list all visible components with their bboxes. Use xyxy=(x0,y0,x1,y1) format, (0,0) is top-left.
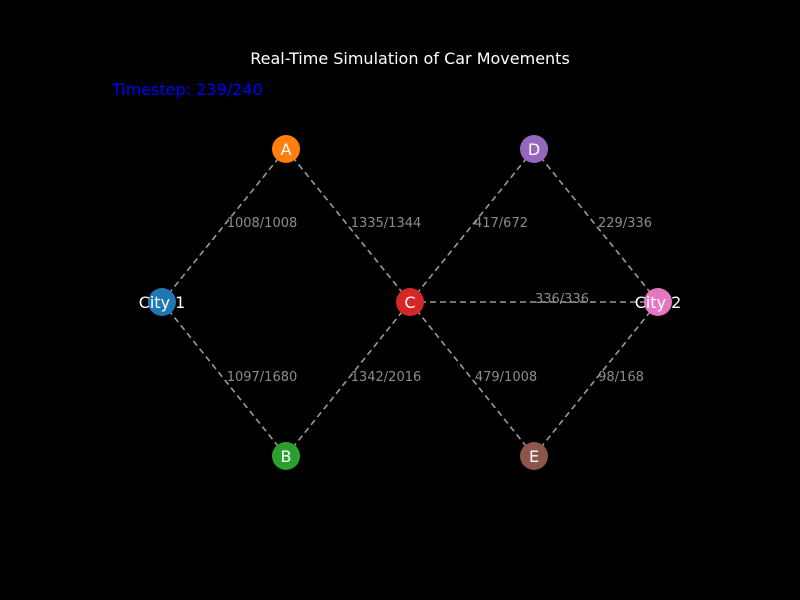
node: B xyxy=(272,442,300,470)
timestep-readout: Timestep: 239/240 xyxy=(111,80,263,99)
edge-line xyxy=(285,301,411,457)
edge-label: 336/336 xyxy=(535,292,589,307)
edge-label: 1008/1008 xyxy=(227,216,298,231)
edge-label: 98/168 xyxy=(598,370,644,385)
edge-line xyxy=(533,148,659,303)
edge-line xyxy=(533,301,659,457)
edge-line xyxy=(161,148,287,303)
node: C xyxy=(396,288,424,316)
node: D xyxy=(520,135,548,163)
node-label: C xyxy=(404,293,415,312)
edge-label: 479/1008 xyxy=(475,370,537,385)
node-circle xyxy=(644,288,672,316)
node-circle xyxy=(148,288,176,316)
node-label: D xyxy=(528,140,540,159)
edge-line xyxy=(161,301,287,457)
chart-title: Real-Time Simulation of Car Movements xyxy=(250,49,570,68)
edge-label: 229/336 xyxy=(598,216,652,231)
node-label: E xyxy=(529,447,539,466)
node: A xyxy=(272,135,300,163)
edge-line xyxy=(409,148,535,303)
node-circle xyxy=(520,135,548,163)
node-label: B xyxy=(281,447,292,466)
edges-layer xyxy=(161,148,659,457)
node: E xyxy=(520,442,548,470)
node-circle xyxy=(272,135,300,163)
nodes-layer: City 1 A B C D E City 2 xyxy=(139,135,682,470)
node: City 1 xyxy=(139,288,186,316)
edge-label: 1335/1344 xyxy=(351,216,422,231)
node-label: City 1 xyxy=(139,293,186,312)
node-label: City 2 xyxy=(635,293,682,312)
edge-line xyxy=(285,148,411,303)
node-circle xyxy=(520,442,548,470)
edge-label: 1097/1680 xyxy=(227,370,298,385)
node: City 2 xyxy=(635,288,682,316)
node-label: A xyxy=(281,140,292,159)
edge-labels-layer: 1008/1008 1335/1344 1097/1680 1342/2016 417/… xyxy=(227,216,652,385)
edge-label: 417/672 xyxy=(474,216,528,231)
node-circle xyxy=(396,288,424,316)
edge-label: 1342/2016 xyxy=(351,370,422,385)
edge-line xyxy=(409,301,535,457)
node-circle xyxy=(272,442,300,470)
